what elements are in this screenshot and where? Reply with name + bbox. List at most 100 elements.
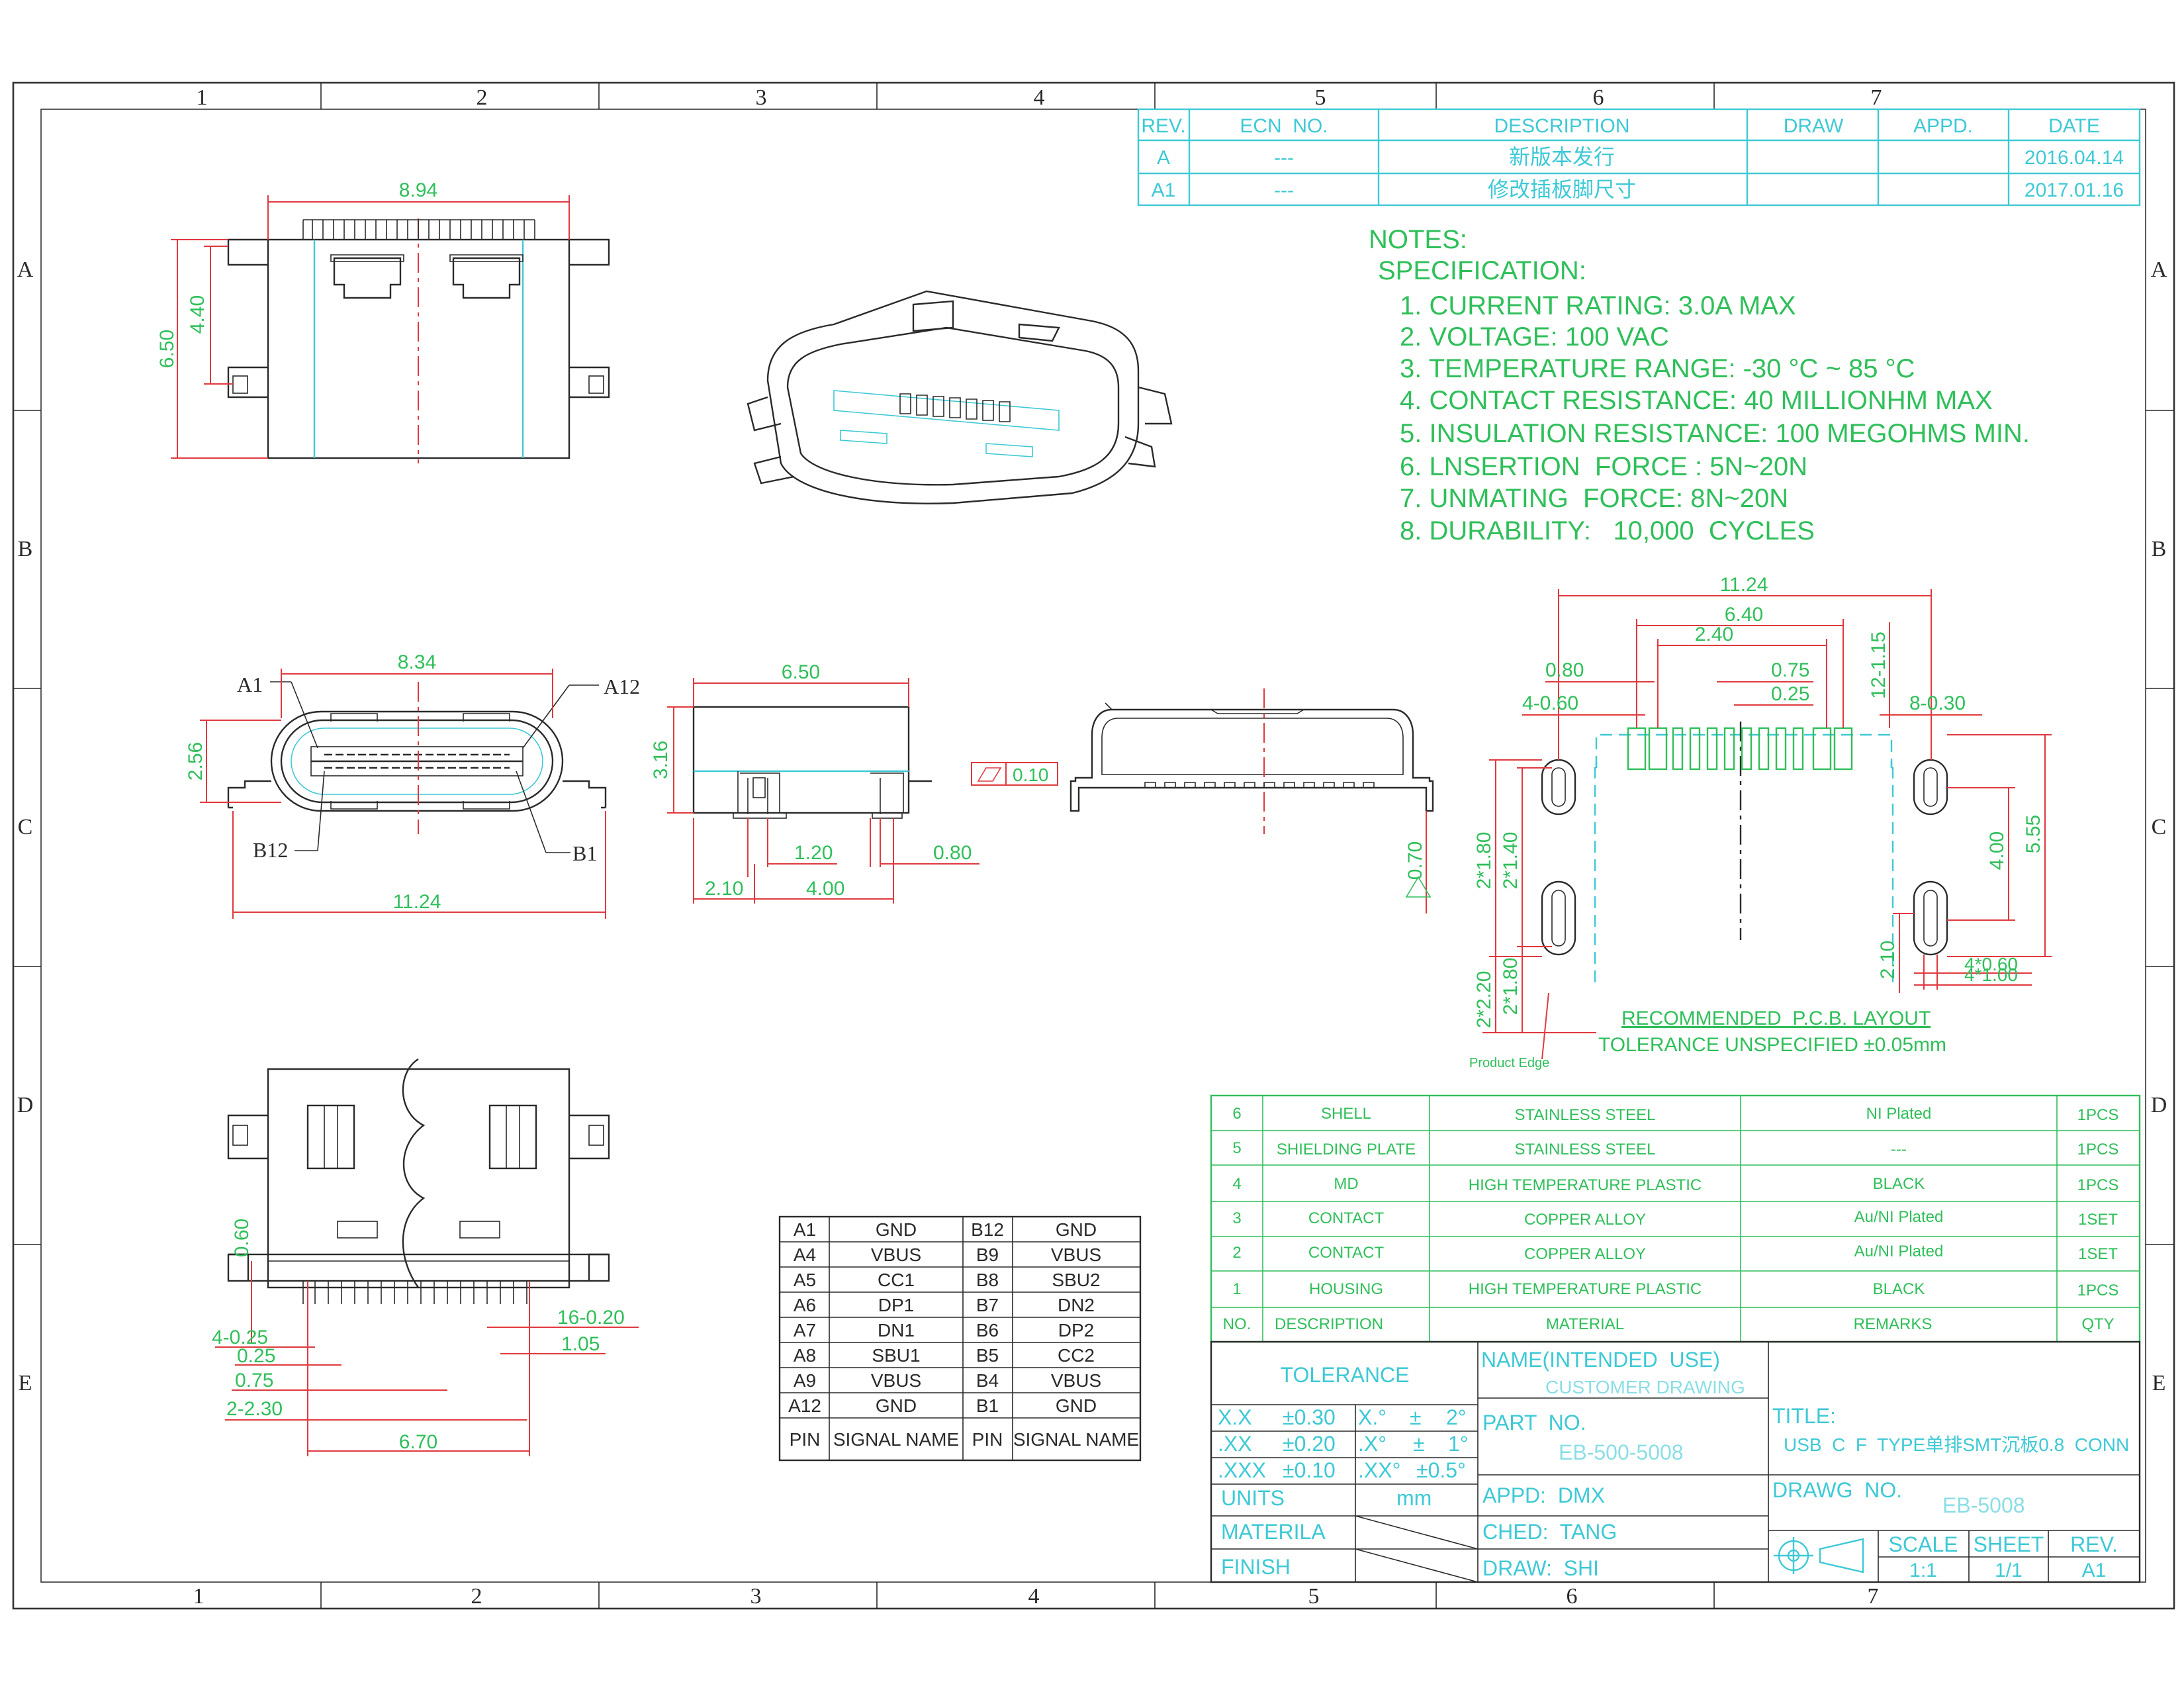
dim-bottom-d8: 1.05	[561, 1333, 600, 1355]
bom-r6-no: 1	[1232, 1280, 1241, 1298]
dim-pcb-d14: 4*0.60	[1964, 954, 2018, 974]
pin-r7-c1: A9	[794, 1370, 816, 1391]
tb-part-value: EB-500-5008	[1559, 1440, 1684, 1464]
rev-row-1-date: 2016.04.14	[2025, 147, 2124, 169]
frame-row-e: E	[19, 1371, 32, 1395]
bom-r6-rem: BLACK	[1873, 1280, 1925, 1298]
bom-r4-qty: 1SET	[2078, 1211, 2118, 1229]
frame-row-d-right: D	[2151, 1093, 2167, 1117]
bom-r1-desc: SHELL	[1321, 1105, 1371, 1123]
frame-col-5: 5	[1315, 85, 1326, 110]
dim-pcb-d12: 2*1.80	[1500, 958, 1522, 1015]
dim-pcb-d5: 12-1.15	[1868, 632, 1889, 699]
tb-tol-r2-c1: .XX	[1218, 1432, 1252, 1456]
bom-r3-no: 4	[1232, 1175, 1241, 1193]
frame-col-2: 2	[477, 85, 488, 110]
dim-side-height: 3.16	[650, 741, 672, 779]
pin-r6-c4: CC2	[1058, 1345, 1095, 1366]
tb-title-value: USB C F TYPE单排SMT沉板0.8 CONN	[1784, 1434, 2129, 1455]
tb-name-value: CUSTOMER DRAWING	[1545, 1377, 1745, 1397]
tb-title-label: TITLE:	[1772, 1404, 1836, 1428]
dim-side-d3: 2.10	[705, 878, 743, 900]
tb-appd: APPD: DMX	[1482, 1483, 1605, 1507]
pin-r8-c2: GND	[876, 1395, 917, 1416]
note-item-5: 5. INSULATION RESISTANCE: 100 MEGOHMS MI…	[1400, 419, 2030, 448]
rear-view: 0.70	[1069, 688, 1434, 914]
pin-r3-c4: SBU2	[1052, 1270, 1100, 1290]
bom-r1-mat: STAINLESS STEEL	[1515, 1106, 1656, 1124]
pcb-tolerance: TOLERANCE UNSPECIFIED ±0.05mm	[1598, 1034, 1946, 1056]
dim-top-width: 8.94	[399, 179, 437, 201]
tb-drawg-value: EB-5008	[1942, 1493, 2025, 1517]
tb-tol-r3-c3: .XX°	[1358, 1458, 1400, 1482]
pin-footer-c4: SIGNAL NAME	[1013, 1429, 1139, 1450]
tb-tol-r1-c5: 2°	[1446, 1405, 1467, 1429]
notes-title: NOTES:	[1369, 225, 1467, 254]
pin-r1-c2: GND	[876, 1219, 917, 1240]
pin-r8-c4: GND	[1056, 1395, 1097, 1416]
bom-r3-rem: BLACK	[1873, 1175, 1925, 1193]
rev-row-2-description: 修改插板脚尺寸	[1488, 177, 1636, 201]
note-item-3: 3. TEMPERATURE RANGE: -30 °C ~ 85 °C	[1400, 354, 1915, 383]
pin-r4-c1: A6	[794, 1295, 816, 1315]
pin-r1-c4: GND	[1056, 1219, 1097, 1240]
frame-col-6-bottom: 6	[1567, 1584, 1578, 1609]
tb-tol-r3-c1: .XXX	[1218, 1458, 1266, 1482]
bom-r4-mat: COPPER ALLOY	[1524, 1211, 1646, 1229]
frame-row-e-right: E	[2152, 1371, 2166, 1395]
pin-r2-c2: VBUS	[871, 1244, 921, 1265]
bom-r4-desc: CONTACT	[1308, 1209, 1385, 1227]
rev-header-ecn: ECN NO.	[1240, 115, 1328, 137]
dim-pcb-d3: 0.75	[1771, 659, 1809, 681]
rev-header-description: DESCRIPTION	[1494, 115, 1629, 137]
pin-r5-c4: DP2	[1058, 1320, 1094, 1340]
tb-ched: CHED: TANG	[1482, 1520, 1617, 1544]
frame-col-2-bottom: 2	[471, 1584, 482, 1609]
tb-tol-r1-c3: X.°	[1358, 1405, 1387, 1429]
dim-bottom-d5: 2-2.30	[226, 1398, 283, 1420]
pin-footer-c1: PIN	[790, 1429, 821, 1450]
top-view: 8.94 6.50 4.40	[156, 179, 610, 463]
dim-pcb-d2: 4-0.60	[1522, 692, 1578, 714]
bottom-view: 0.60 4-0.25 0.25 0.75 2-2.30 6.70 16-0.2…	[212, 1058, 639, 1456]
dim-bottom-d1: 0.60	[231, 1219, 253, 1257]
pin-r5-c1: A7	[794, 1320, 816, 1340]
dim-side-d1: 1.20	[794, 842, 833, 864]
pin-r5-c2: DN1	[878, 1320, 915, 1340]
dim-bottom-d4: 0.75	[235, 1370, 273, 1391]
bom-r6-mat: HIGH TEMPERATURE PLASTIC	[1469, 1280, 1702, 1298]
front-view: A1 A12 B12 B1 8.34 11.24 2.56	[185, 651, 640, 919]
label-b12: B12	[253, 838, 288, 862]
bom-r2-mat: STAINLESS STEEL	[1515, 1141, 1656, 1158]
pin-r6-c3: B5	[976, 1345, 999, 1366]
pin-r7-c4: VBUS	[1051, 1370, 1101, 1391]
tb-tol-r2-c3: .X°	[1358, 1432, 1387, 1456]
dim-pcb-d8: 4.00	[1986, 831, 2008, 870]
pin-r3-c2: CC1	[878, 1270, 915, 1290]
title-block: TOLERANCE X.X ±0.30 X.° ± 2° .XX ±0.20 .…	[1210, 1340, 2141, 1583]
bom-r3-qty: 1PCS	[2077, 1176, 2119, 1194]
dim-bottom-d7: 16-0.20	[557, 1307, 625, 1329]
bom-r5-mat: COPPER ALLOY	[1524, 1245, 1646, 1263]
pin-footer-c2: SIGNAL NAME	[833, 1429, 959, 1450]
rev-row-1-description: 新版本发行	[1509, 145, 1615, 169]
dim-pcb-d9: 2*1.80	[1473, 832, 1495, 890]
pin-r2-c1: A4	[794, 1244, 816, 1265]
tb-drawg-label: DRAWG NO.	[1772, 1478, 1902, 1502]
pin-table: A1 GND B12 GND A4 VBUS B9 VBUS A5 CC1 B8…	[778, 1215, 1142, 1462]
frame-row-a-right: A	[2151, 258, 2167, 282]
bom-r1-rem: NI Plated	[1866, 1105, 1932, 1123]
pin-r4-c2: DP1	[878, 1295, 914, 1315]
notes-block: NOTES: SPECIFICATION: 1. CURRENT RATING:…	[1369, 225, 2030, 545]
pin-r5-c3: B6	[976, 1320, 999, 1340]
frame-row-c-right: C	[2152, 815, 2167, 839]
dim-side-width: 6.50	[782, 661, 820, 683]
bom-header-rem: REMARKS	[1854, 1315, 1933, 1333]
bom-r5-qty: 1SET	[2078, 1245, 2118, 1263]
tb-rev-value: A1	[2082, 1560, 2107, 1581]
projection-symbol-icon	[1774, 1537, 1864, 1574]
tb-tol-r1-c4: ±	[1410, 1405, 1422, 1429]
frame-row-b-right: B	[2152, 537, 2167, 561]
drawing-frame: 1 2 3 4 5 6 7 1 2 3 4 5 6 7 A B C D E A …	[12, 81, 2175, 1610]
